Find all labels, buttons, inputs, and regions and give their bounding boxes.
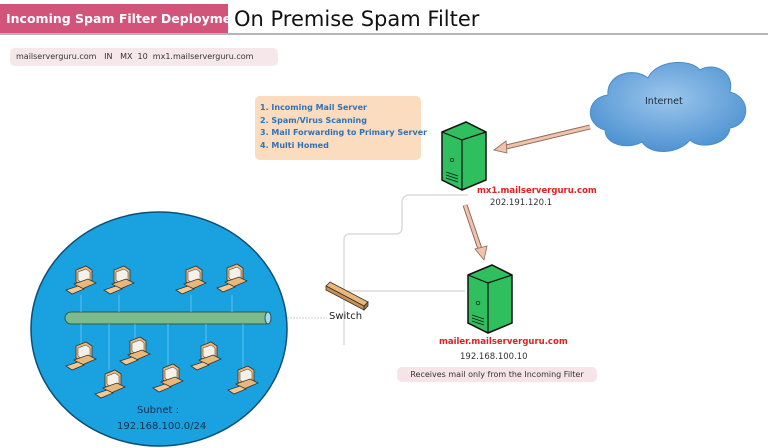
feature-item: 4. Multi Homed (260, 140, 329, 150)
internet-label: Internet (645, 96, 683, 107)
feature-item: 1. Incoming Mail Server (260, 103, 367, 112)
internet-cloud-icon (589, 61, 747, 152)
mail-server-icon (467, 264, 513, 334)
switch-icon (325, 281, 369, 311)
mailserver-ip: 192.168.100.10 (460, 352, 528, 362)
section-tag: Incoming Spam Filter Deployment (0, 4, 246, 33)
cable-filter-switch (343, 194, 468, 345)
lan-backbone (64, 311, 272, 325)
page-title: On Premise Spam Filter (234, 7, 480, 31)
subnet-cidr: 192.168.100.0/24 (117, 421, 207, 432)
arrow-filter-to-mailserver (462, 204, 488, 261)
header-divider (0, 33, 768, 35)
feature-item: 3. Mail Forwarding to Primary Server (260, 128, 428, 137)
arrow-internet-to-filter (493, 124, 591, 154)
filter-server-icon (441, 121, 487, 191)
features-box: 1. Incoming Mail Server 2. Spam/Virus Sc… (255, 96, 428, 160)
mailserver-hostname: mailer.mailserverguru.com (439, 337, 568, 347)
feature-item: 2. Spam/Virus Scanning (260, 115, 367, 125)
filter-ip: 202.191.120.1 (490, 198, 553, 208)
mx-record: mailserverguru.com IN MX 10 mx1.mailserv… (10, 48, 278, 66)
subnet-label: Subnet : (137, 405, 179, 416)
filter-hostname: mx1.mailserverguru.com (477, 186, 597, 196)
switch-label: Switch (329, 311, 363, 322)
mailserver-note: Receives mail only from the Incoming Fil… (397, 367, 597, 382)
subnet-area (30, 211, 288, 447)
